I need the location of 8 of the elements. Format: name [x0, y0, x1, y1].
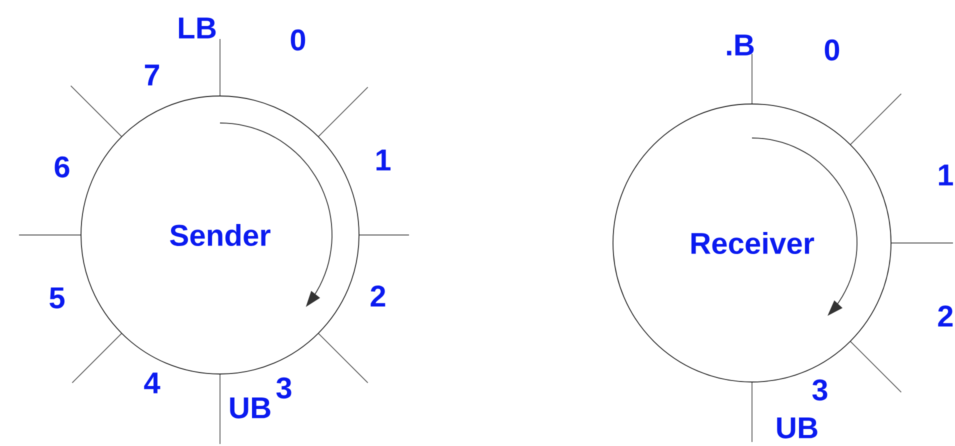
- bound-label: LB: [179, 18, 216, 38]
- sector-number: 1: [939, 164, 953, 186]
- sector-number: 4: [144, 372, 160, 394]
- sector-number: 2: [938, 306, 953, 326]
- sector-number: 0: [290, 29, 306, 51]
- bound-label: .B: [727, 34, 754, 56]
- sector-number: 0: [824, 39, 840, 61]
- bound-label: UB: [777, 418, 818, 438]
